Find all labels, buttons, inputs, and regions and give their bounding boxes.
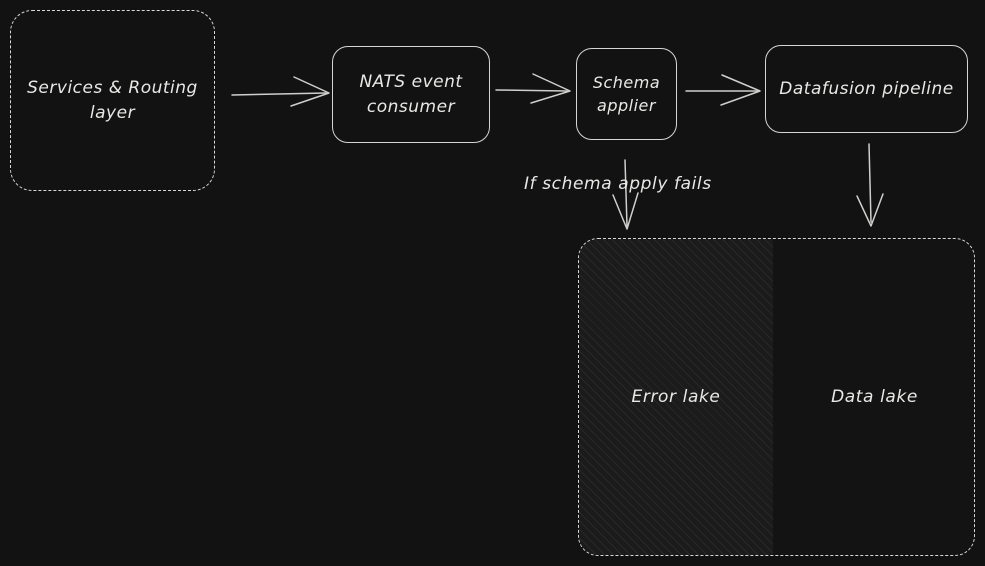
edge-label-if-schema-apply-fails: If schema apply fails [524, 174, 712, 194]
region-label-error-lake: Error lake [631, 387, 721, 407]
region-error-lake[interactable]: Error lake [579, 239, 773, 555]
node-nats-event-consumer[interactable]: NATS event consumer [332, 46, 490, 143]
node-schema-applier[interactable]: Schema applier [576, 48, 677, 140]
node-datafusion-pipeline[interactable]: Datafusion pipeline [765, 45, 968, 133]
node-label-datafusion-pipeline: Datafusion pipeline [779, 78, 954, 99]
region-data-lake[interactable]: Data lake [773, 239, 974, 555]
node-services-routing-layer[interactable]: Services & Routing layer [10, 10, 215, 191]
arrow-schema-to-datafusion [685, 74, 761, 106]
region-label-data-lake: Data lake [831, 387, 918, 407]
lake-region-container[interactable]: Error lake Data lake [578, 238, 975, 556]
node-label-services-routing-layer: Services & Routing layer [27, 77, 198, 123]
arrow-datafusion-to-data-lake [856, 143, 884, 227]
arrow-schema-to-error-lake [612, 159, 639, 230]
node-label-schema-applier: Schema applier [592, 72, 661, 115]
arrow-services-to-nats [231, 76, 330, 107]
arrow-nats-to-schema [495, 73, 571, 104]
node-label-nats-event-consumer: NATS event consumer [359, 71, 463, 117]
